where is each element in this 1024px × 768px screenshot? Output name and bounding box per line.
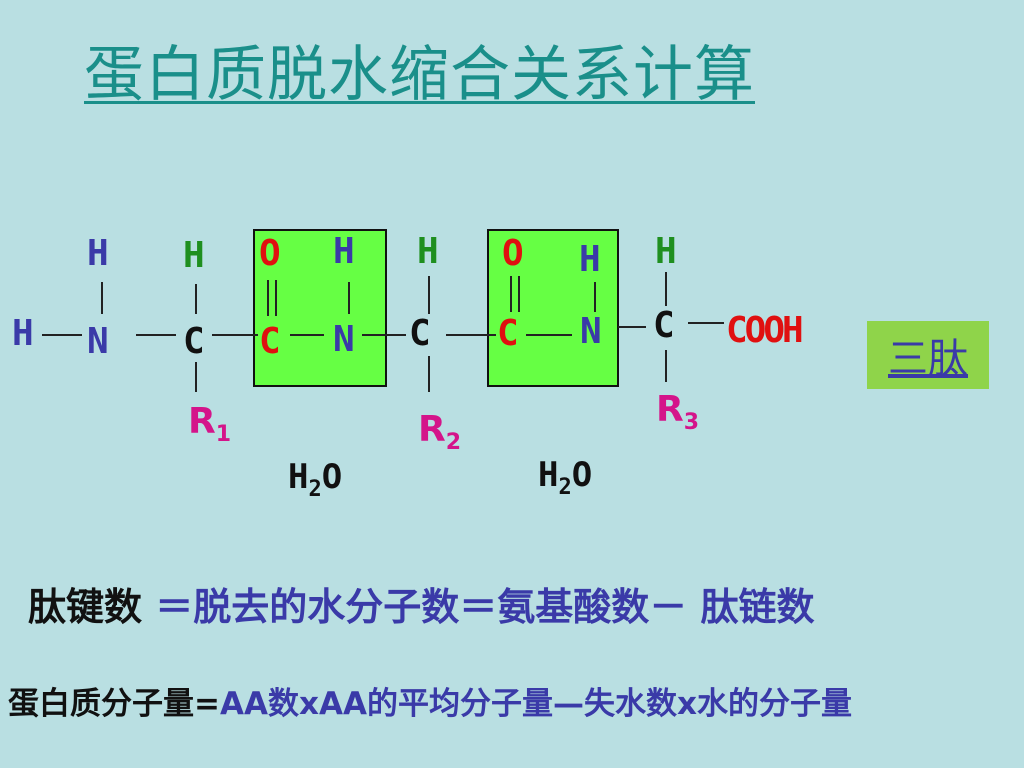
atom-h-c2: H: [417, 231, 439, 272]
bond-co2-n3: [526, 334, 572, 336]
water-molecule-2: H2O: [538, 455, 593, 500]
peptide-bond-box-2: [487, 229, 619, 387]
atom-h-n3: H: [579, 239, 601, 280]
bond-c1-co1: [212, 334, 258, 336]
atom-c-carbonyl2: C: [497, 313, 519, 354]
bond-co2-double-b: [518, 276, 520, 312]
formula-peptide-bonds-term: 肽键数: [28, 585, 156, 629]
atom-c-carbonyl1: C: [259, 321, 281, 362]
bond-c3-h: [665, 272, 667, 306]
page-title: 蛋白质脱水缩合关系计算: [84, 40, 755, 110]
bond-n3-h: [594, 282, 596, 312]
formula-peptide-bonds: 肽键数 ＝脱去的水分子数＝氨基酸数－ 肽链数: [28, 576, 814, 631]
bond-n2-h: [348, 282, 350, 314]
tripeptide-label[interactable]: 三肽: [867, 321, 989, 389]
atom-h-n1: H: [87, 233, 109, 274]
atom-c2: C: [409, 313, 431, 354]
atom-c1: C: [183, 321, 205, 362]
bond-c3-r3: [665, 350, 667, 382]
atom-o1: O: [259, 233, 281, 274]
bond-n1-c1: [136, 334, 176, 336]
bond-co1-n2: [290, 334, 324, 336]
r3-group: R3: [656, 389, 700, 435]
bond-n1-h: [101, 282, 103, 314]
bond-co1-double-a: [267, 280, 269, 316]
formula-molecular-weight-term: 蛋白质分子量=: [8, 686, 220, 722]
atom-h-c1: H: [183, 235, 205, 276]
bond-co2-double-a: [510, 276, 512, 312]
atom-o2: O: [502, 233, 524, 274]
formula-peptide-bonds-rhs: ＝脱去的水分子数＝氨基酸数－ 肽链数: [155, 585, 815, 629]
atom-n1: N: [87, 321, 109, 362]
bond-c2-h: [428, 276, 430, 314]
bond-c3-cooh: [688, 322, 724, 324]
water-molecule-1: H2O: [288, 457, 343, 502]
r1-group: R1: [188, 401, 232, 447]
bond-c2-r2: [428, 356, 430, 392]
atom-h-n2: H: [333, 231, 355, 272]
bond-c1-h: [195, 284, 197, 314]
r2-group: R2: [418, 409, 462, 455]
carboxyl-group: COOH: [726, 310, 804, 351]
bond-c2-co2: [446, 334, 496, 336]
bond-co1-double-b: [275, 280, 277, 316]
formula-molecular-weight: 蛋白质分子量=AA数xAA的平均分子量—失水数x水的分子量: [8, 678, 852, 723]
atom-n3: N: [580, 311, 602, 352]
formula-molecular-weight-rhs: AA数xAA的平均分子量—失水数x水的分子量: [219, 686, 852, 722]
bond-h-n1: [42, 334, 82, 336]
bond-n3-c3: [618, 326, 646, 328]
bond-c1-r1: [195, 362, 197, 392]
atom-h-left: H: [12, 313, 34, 354]
bond-n2-c2: [362, 334, 406, 336]
atom-h-c3: H: [655, 231, 677, 272]
atom-c3: C: [653, 305, 675, 346]
atom-n2: N: [333, 319, 355, 360]
